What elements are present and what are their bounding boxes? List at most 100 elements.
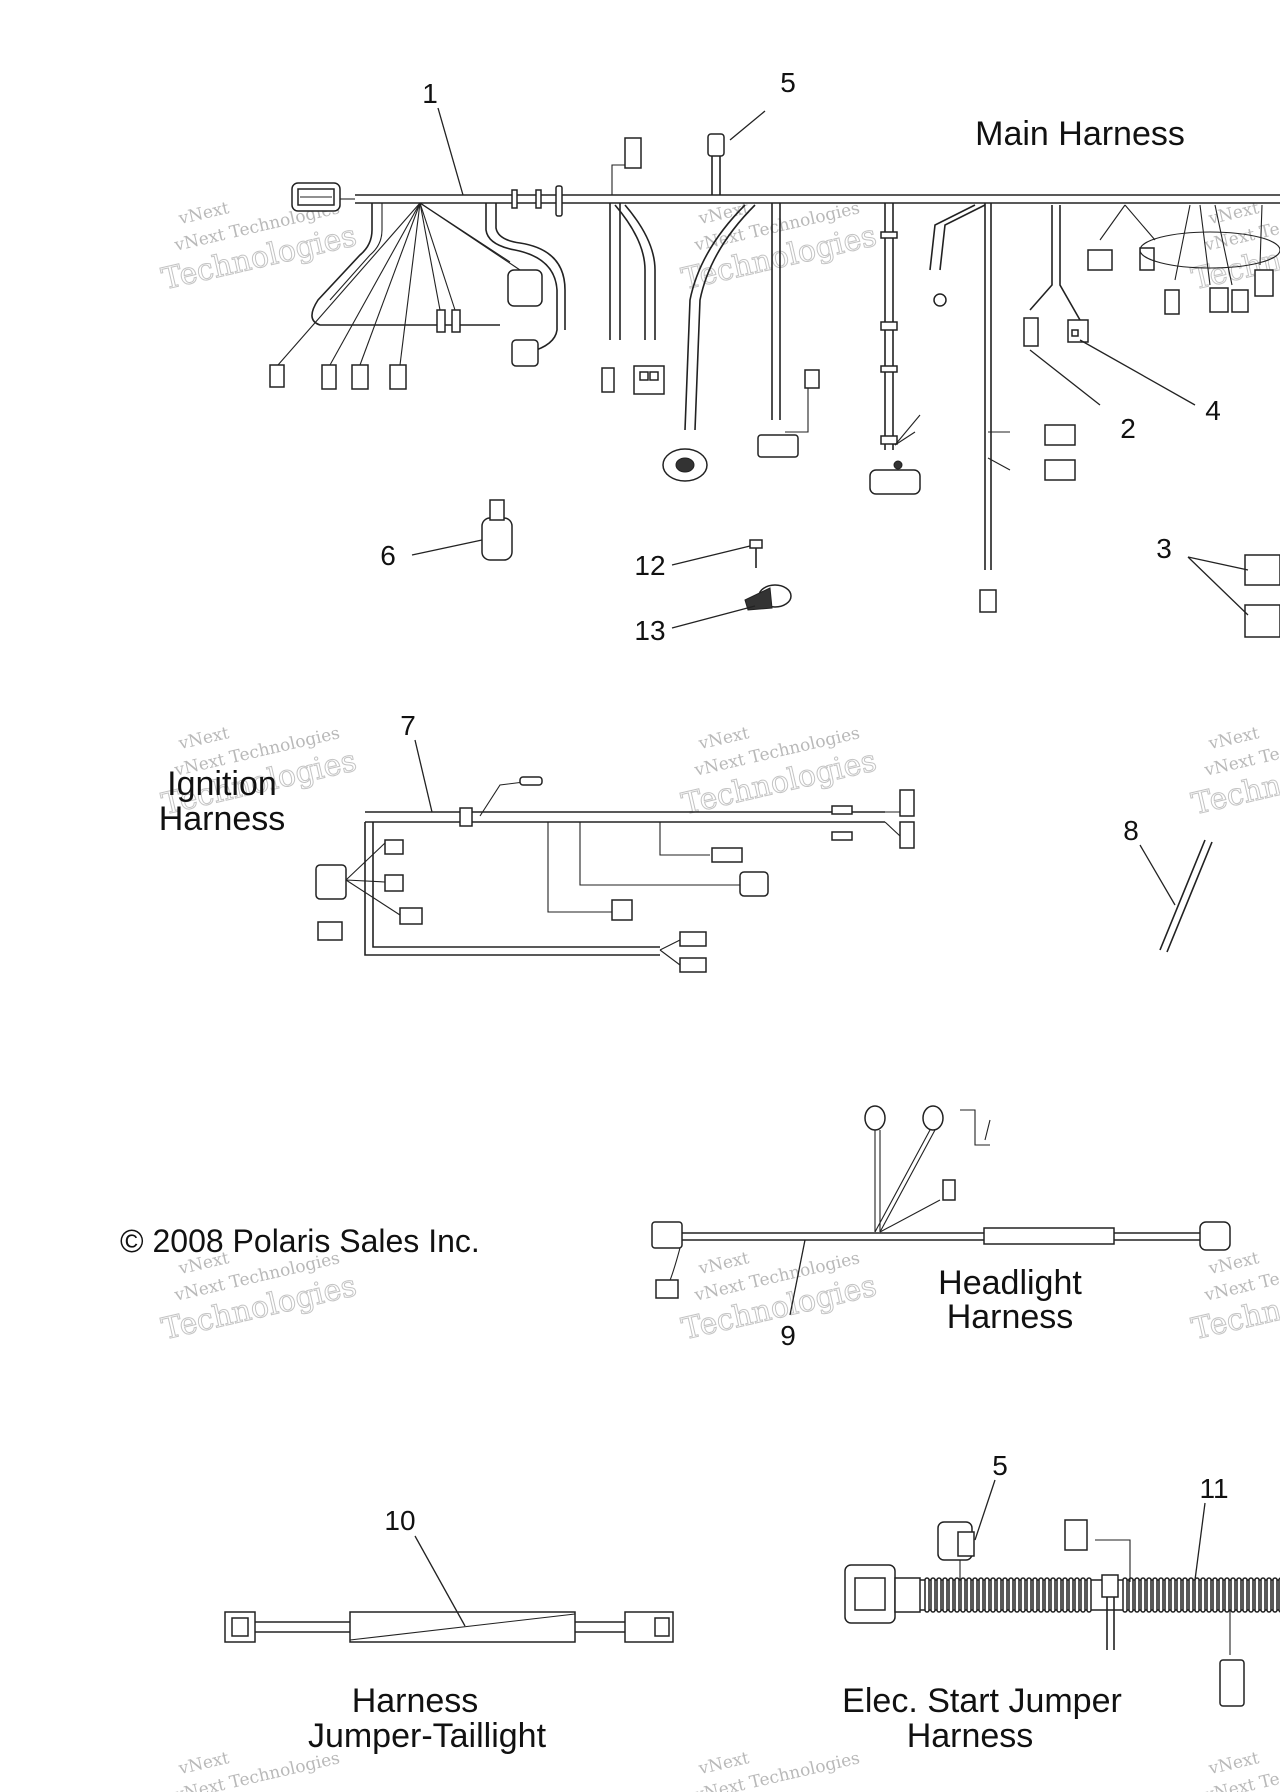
loom-rib [1170,1577,1176,1613]
loom-rib [960,1577,966,1613]
loom-rib [1014,1577,1020,1613]
loom-rib [1080,1577,1086,1613]
watermark: vNext vNext Technologies Technologies [678,723,880,823]
loom-rib [1026,1577,1032,1613]
callout-8: 8 [1123,815,1139,846]
elec-start-jumper-title-line2: Harness [907,1717,1034,1755]
main-harness-small-connectors [269,309,461,390]
loom-rib [1086,1577,1092,1613]
callout-13: 13 [634,615,665,646]
loom-rib [1032,1577,1038,1613]
loom-rib [1020,1577,1026,1613]
ignition-harness-title-line2: Harness [159,800,286,838]
loom-rib [1158,1577,1164,1613]
loom-rib [1194,1577,1200,1613]
main-harness-loop [311,203,500,326]
loom-rib [1146,1577,1152,1613]
loom-rib [972,1577,978,1613]
watermark-group: vNext vNext Technologies Technologies vN… [158,198,1280,1792]
callout-9: 9 [780,1320,796,1351]
watermark: vNext vNext Technologies Technologies [1188,723,1280,823]
loom-rib [1128,1577,1134,1613]
loom-rib [1134,1577,1140,1613]
watermark: vNext vNext Technologies Technologies [678,198,880,298]
headlight-harness [651,1105,1231,1299]
loom-rib [1266,1577,1272,1613]
loom-rib [924,1577,930,1613]
loom-rib [948,1577,954,1613]
watermark: vNext vNext Technologies [692,1748,862,1792]
loom-rib [954,1577,960,1613]
loom-rib [942,1577,948,1613]
main-harness-title: Main Harness [975,115,1185,153]
loom-rib [1002,1577,1008,1613]
main-harness-leaders [411,107,1249,629]
loom-rib [1008,1577,1014,1613]
part-8 [1159,839,1213,953]
callout-4: 4 [1205,395,1221,426]
loom-rib [936,1577,942,1613]
loom-rib [1074,1577,1080,1613]
main-harness-fan-leads [277,202,521,366]
loom-rib [990,1577,996,1613]
elec-start-jumper [844,1519,1280,1707]
loom-rib [1200,1577,1206,1613]
loom-rib [1218,1577,1224,1613]
watermark: vNext vNext Technologies [1202,1748,1280,1792]
callout-7: 7 [400,710,416,741]
loom-rib [930,1577,936,1613]
section-titles: Main Harness Ignition Harness Headlight … [159,115,1185,1755]
loom-rib [978,1577,984,1613]
loom-rib [966,1577,972,1613]
loom-rib [1254,1577,1260,1613]
callout-5-elec: 5 [992,1450,1008,1481]
loom-rib [1272,1577,1278,1613]
corrugated-loom [924,1577,1280,1613]
loom-rib [1140,1577,1146,1613]
loom-rib [1236,1577,1242,1613]
loom-rib [1038,1577,1044,1613]
loom-rib [1176,1577,1182,1613]
loom-rib [1248,1577,1254,1613]
loom-rib [1230,1577,1236,1613]
taillight-jumper-title-line1: Harness [352,1682,479,1720]
callout-10: 10 [384,1505,415,1536]
part-12 [749,539,763,568]
loom-rib [1206,1577,1212,1613]
ignition-harness-title-line1: Ignition [167,765,277,803]
loom-rib [1062,1577,1068,1613]
headlight-harness-title-line1: Headlight [938,1264,1082,1302]
taillight-jumper [224,1611,674,1643]
ignition-harness [315,776,915,973]
loom-rib [996,1577,1002,1613]
callout-2: 2 [1120,413,1136,444]
loom-rib [1056,1577,1062,1613]
taillight-jumper-title-line2: Jumper-Taillight [308,1717,547,1755]
loom-rib [1182,1577,1188,1613]
part-6 [481,499,513,561]
loom-rib [1152,1577,1158,1613]
main-harness [269,133,1280,638]
part-13 [744,584,792,611]
callout-6: 6 [380,540,396,571]
copyright-text: © 2008 Polaris Sales Inc. [120,1223,480,1259]
loom-rib [1260,1577,1266,1613]
loom-rib [1068,1577,1074,1613]
callout-1: 1 [422,78,438,109]
callout-labels: 1 5 2 4 3 6 12 13 7 8 9 10 5 11 [380,67,1228,1536]
loom-rib [1044,1577,1050,1613]
callout-3: 3 [1156,533,1172,564]
loom-rib [984,1577,990,1613]
loom-rib [1212,1577,1218,1613]
loom-rib [1242,1577,1248,1613]
loom-rib [1188,1577,1194,1613]
callout-5: 5 [780,67,796,98]
callout-12: 12 [634,550,665,581]
loom-rib [1224,1577,1230,1613]
headlight-harness-title-line2: Harness [947,1298,1074,1336]
loom-rib [1122,1577,1128,1613]
main-harness-ecu-connector [291,182,355,212]
callout-11: 11 [1199,1473,1228,1504]
